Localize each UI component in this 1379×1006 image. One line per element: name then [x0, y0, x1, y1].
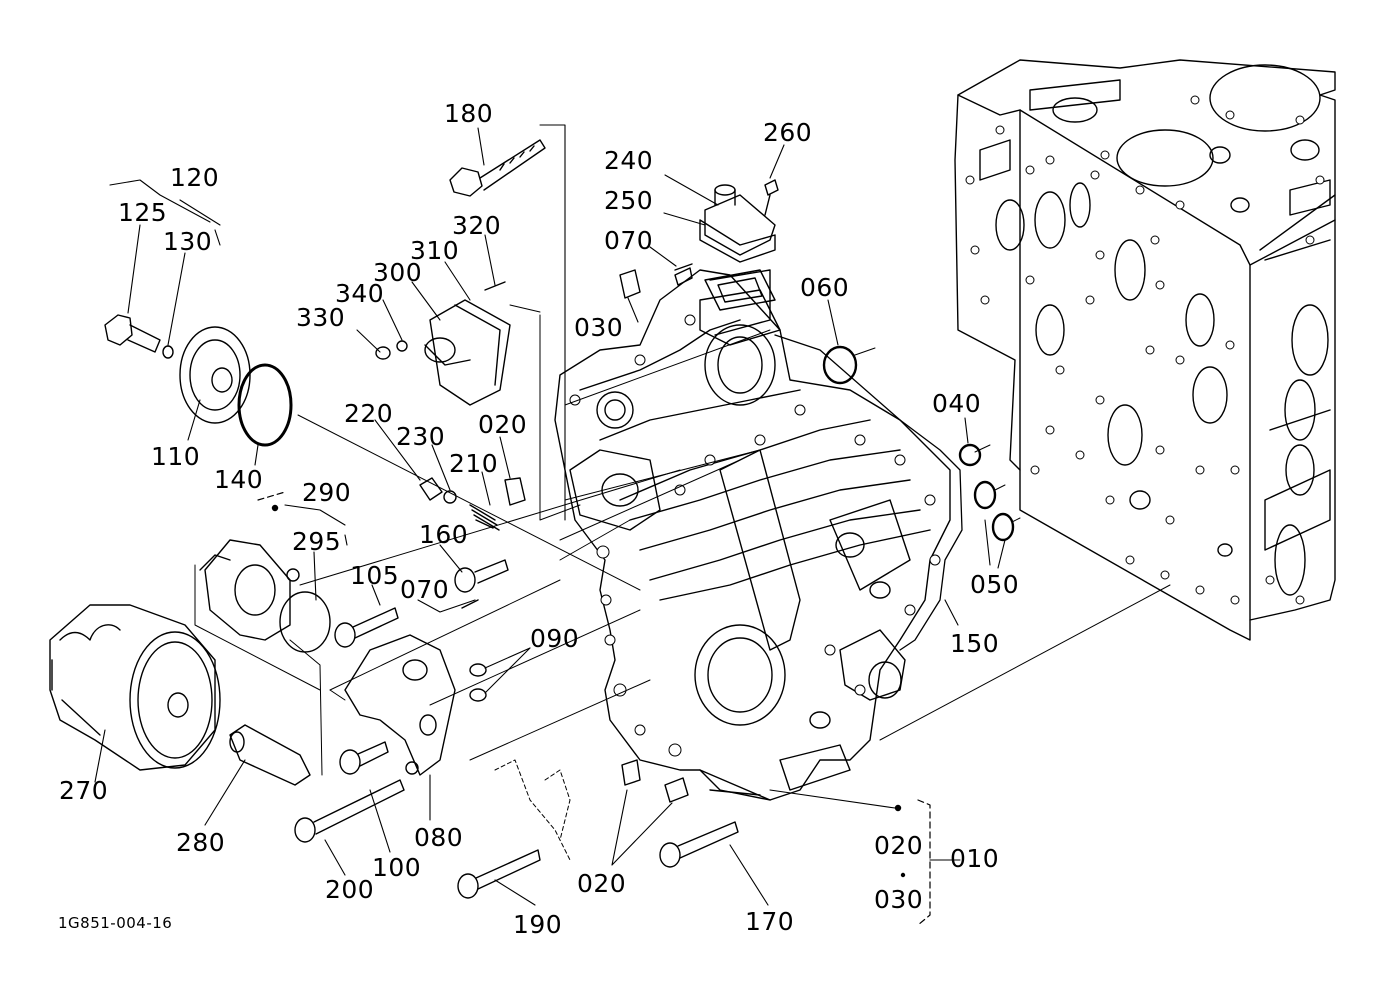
label-part-320: 320 [452, 211, 502, 240]
dot-marker-020-030 [902, 874, 905, 877]
washer-340 [397, 341, 407, 351]
plug-125 [105, 315, 160, 352]
bolt-105 [335, 608, 398, 647]
ball-230 [444, 491, 456, 503]
label-part-050: 050 [970, 570, 1020, 599]
label-part-105: 105 [350, 561, 400, 590]
label-part-240: 240 [604, 146, 654, 175]
label-part-080: 080 [414, 823, 464, 852]
label-part-330: 330 [296, 303, 346, 332]
spring-210 [470, 505, 499, 530]
label-part-190: 190 [513, 910, 563, 939]
label-part-040: 040 [932, 389, 982, 418]
plug-020-bottom-a [622, 760, 640, 785]
label-part-310: 310 [410, 236, 460, 265]
label-part-020-bracket: 020 [874, 831, 924, 860]
oil-filter-illustration [50, 605, 220, 770]
bolt-190 [458, 850, 540, 898]
diagram-code: 1G851-004-16 [58, 914, 173, 932]
label-part-295: 295 [292, 527, 342, 556]
label-part-140: 140 [214, 465, 264, 494]
flange-assembly-top [675, 180, 778, 310]
sleeve-220 [420, 478, 442, 500]
plug-020-top [505, 478, 525, 505]
nut-330 [376, 347, 390, 359]
o-ring-040 [960, 445, 980, 465]
label-part-100: 100 [372, 853, 422, 882]
label-part-250: 250 [604, 186, 654, 215]
dot-marker-290 [273, 506, 278, 511]
pin-070-mid [462, 600, 478, 608]
label-part-090: 090 [530, 624, 580, 653]
label-part-200: 200 [325, 875, 375, 904]
label-part-230: 230 [396, 422, 446, 451]
gasket-150 [775, 335, 962, 650]
label-part-130: 130 [163, 227, 213, 256]
plug-030-top [620, 270, 640, 298]
nipple-280 [230, 725, 310, 785]
bracket-290 [258, 492, 285, 500]
label-part-260: 260 [763, 118, 813, 147]
label-part-070-top: 070 [604, 226, 654, 255]
engine-block-illustration [955, 60, 1335, 640]
alignment-lines [195, 305, 1170, 775]
housing-290 [200, 540, 299, 640]
label-part-270: 270 [59, 776, 109, 805]
label-part-290: 290 [302, 478, 352, 507]
label-part-010: 010 [950, 844, 1000, 873]
label-part-300: 300 [373, 258, 423, 287]
pin-070-top [675, 264, 692, 270]
washer-130 [163, 346, 173, 358]
label-part-125: 125 [118, 198, 168, 227]
o-ring-060 [824, 347, 856, 383]
label-part-030-bracket: 030 [874, 885, 924, 914]
label-part-020-top: 020 [478, 410, 528, 439]
gear-case-illustration [555, 270, 950, 800]
label-part-020-bottom: 020 [577, 869, 627, 898]
cover-assembly-300 [425, 282, 510, 405]
bolt-100 [340, 742, 388, 774]
label-part-110: 110 [151, 442, 201, 471]
label-part-170: 170 [745, 907, 795, 936]
o-ring-295 [280, 592, 330, 652]
pulley-110 [180, 327, 250, 423]
label-part-340: 340 [335, 279, 385, 308]
bolt-170 [660, 822, 738, 867]
label-part-120: 120 [170, 163, 220, 192]
o-ring-090b [470, 689, 486, 701]
label-part-280: 280 [176, 828, 226, 857]
bolt-200 [295, 780, 404, 842]
label-part-220: 220 [344, 399, 394, 428]
label-part-180: 180 [444, 99, 494, 128]
label-part-060: 060 [800, 273, 850, 302]
label-part-150: 150 [950, 629, 1000, 658]
bracket-080 [345, 635, 455, 775]
bolt-160 [455, 560, 508, 592]
label-part-070-mid: 070 [400, 575, 450, 604]
o-ring-050a [975, 482, 995, 508]
bracket-010 [918, 800, 930, 925]
o-ring-140 [239, 365, 291, 445]
label-part-210: 210 [449, 449, 499, 478]
o-ring-090a [470, 664, 486, 676]
label-part-160: 160 [419, 520, 469, 549]
o-ring-050b [993, 514, 1013, 540]
leader-lines [95, 125, 1005, 905]
bolt-180 [450, 140, 545, 196]
plug-020-bottom-b [665, 778, 688, 802]
label-part-030: 030 [574, 313, 624, 342]
link-rod [495, 760, 570, 860]
dot-marker-010 [896, 806, 901, 811]
